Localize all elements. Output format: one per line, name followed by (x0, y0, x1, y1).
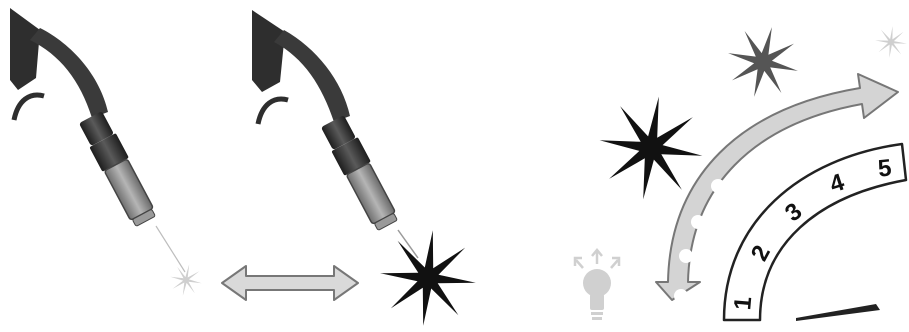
torch-middle-icon (252, 10, 419, 259)
arrow-dot (711, 179, 725, 193)
intensity-scale: 1 2 3 4 5 (722, 142, 908, 322)
scale-label-1: 1 (729, 296, 757, 312)
arrow-dot (674, 289, 688, 303)
double-arrow-icon (221, 265, 359, 301)
needle-icon (796, 304, 880, 321)
curved-arrow-icon (655, 73, 899, 303)
spark-light-icon (875, 26, 907, 58)
torch-left-icon (10, 8, 186, 273)
spark-black-icon (599, 96, 703, 200)
spark-large-icon (380, 230, 476, 326)
arrow-dot (691, 215, 705, 229)
bulb-icon (573, 248, 621, 320)
arrow-dot (679, 249, 693, 263)
arrow-dots (674, 179, 725, 303)
scale-label-5: 5 (877, 155, 893, 183)
spark-small-icon (170, 264, 202, 296)
spark-gray-icon (728, 27, 798, 97)
